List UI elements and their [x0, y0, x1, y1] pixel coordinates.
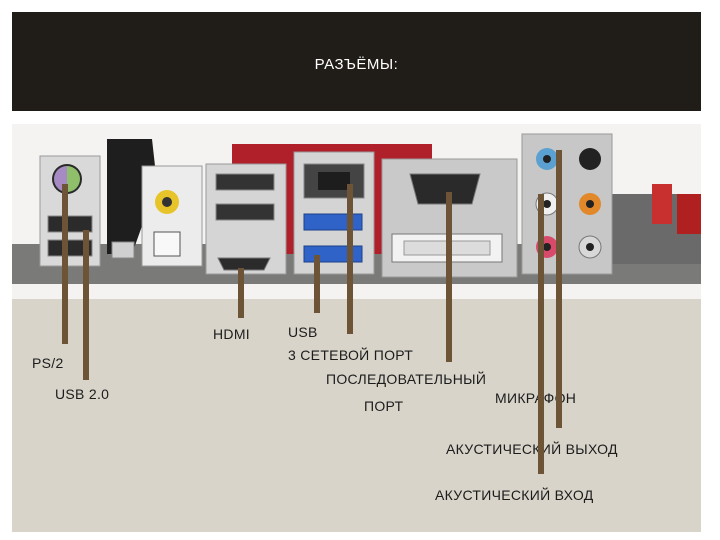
label-usb3-line1: USB [288, 324, 318, 340]
hdmi-port [217, 257, 271, 271]
usb3-port-lower [303, 245, 363, 263]
label-ps2: PS/2 [32, 355, 64, 371]
vga-port [409, 173, 481, 205]
optical-port [153, 231, 181, 257]
label-usb3-line2: 3 СЕТЕВОЙ ПОРТ [288, 347, 414, 363]
usb3-port-upper [303, 213, 363, 231]
usb-port-upper [215, 173, 275, 191]
slide-title: РАЗЪЁМЫ: [314, 56, 399, 73]
usb2-port-1 [47, 215, 93, 233]
label-usb2: USB 2.0 [55, 386, 110, 402]
label-audio-in: АКУСТИЧЕСКИЙ ВХОД [435, 487, 594, 503]
label-serial-line1: ПОСЛЕДОВАТЕЛЬНЫЙ [326, 371, 487, 387]
title-bar: РАЗЪЁМЫ: [12, 12, 701, 111]
label-mic: МИКРАФОН [495, 390, 577, 406]
usb2-port-2 [47, 239, 93, 257]
label-serial-line2: ПОРТ [364, 398, 404, 414]
usb-port-lower [215, 203, 275, 221]
lan-port [303, 163, 365, 199]
motherboard-io-panel-illustration [12, 124, 701, 299]
label-audio-out: АКУСТИЧЕСКИЙ ВЫХОД [446, 441, 618, 457]
audio-rear-jack [579, 148, 601, 170]
label-hdmi: HDMI [213, 326, 250, 342]
labels-panel [12, 299, 701, 532]
motherboard-photo [12, 124, 701, 299]
